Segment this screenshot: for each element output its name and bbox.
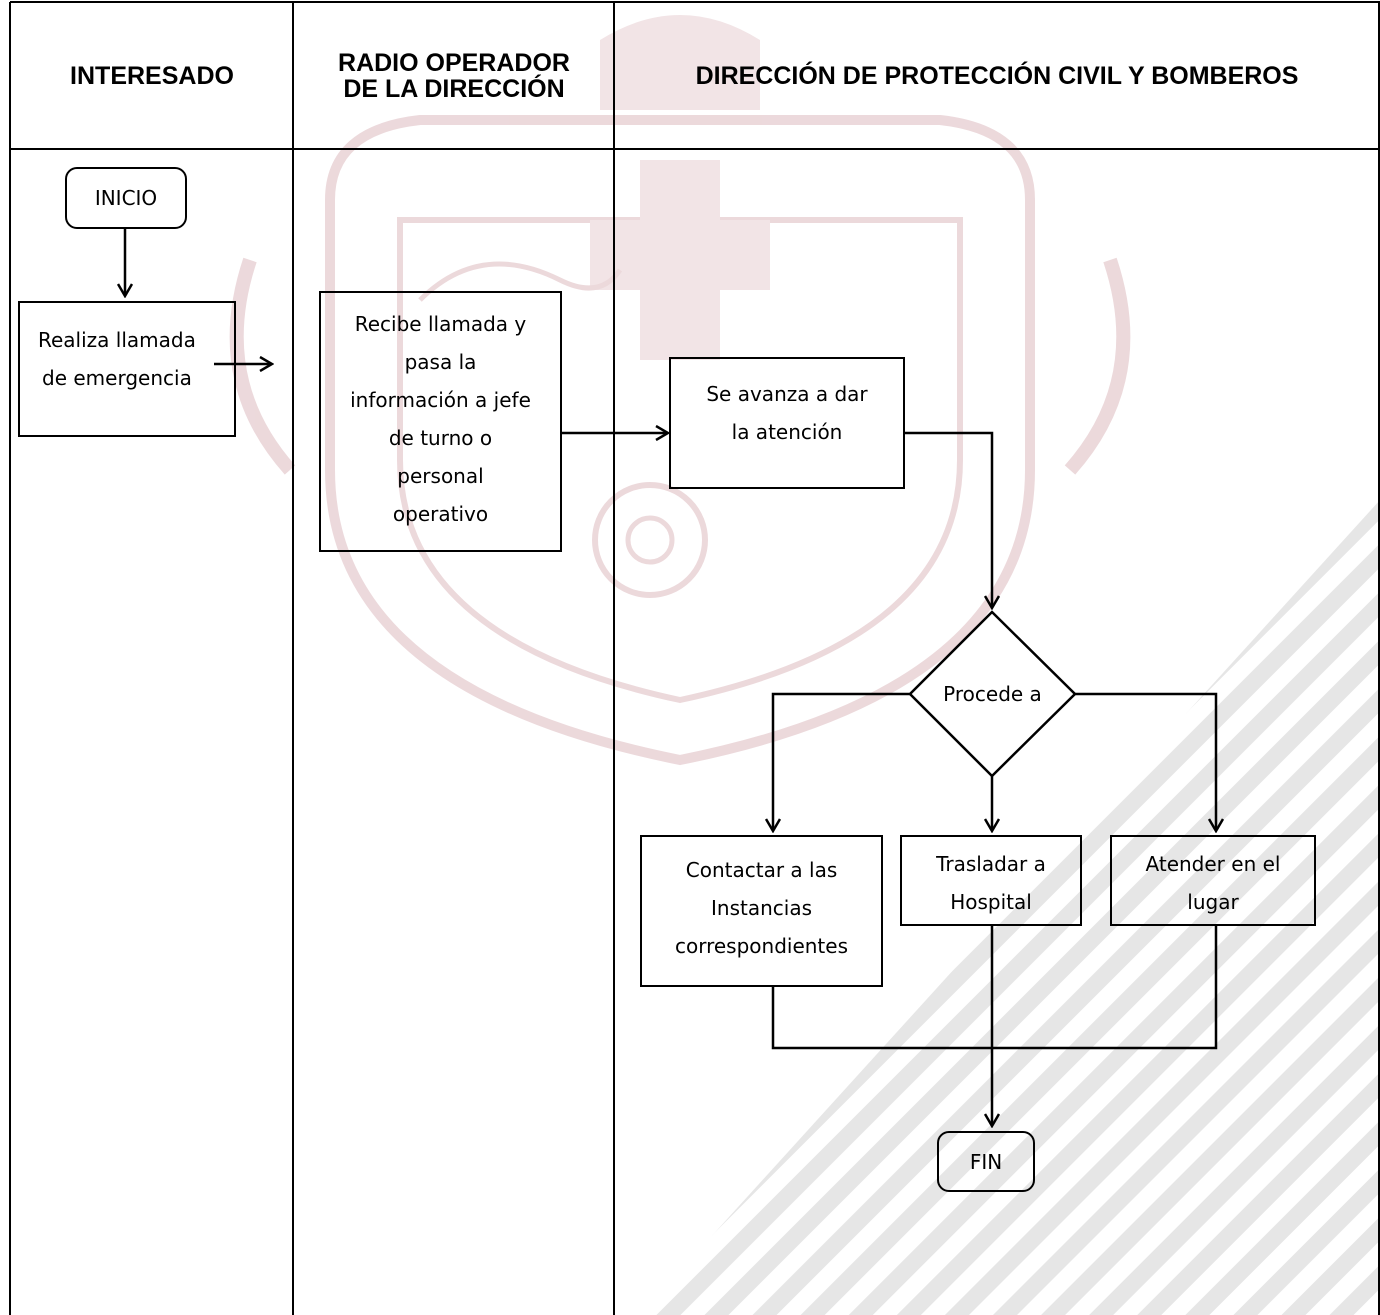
decision-label-text: Procede a: [943, 682, 1042, 706]
node-trasladar: Trasladar a Hospital: [900, 835, 1082, 926]
node-fin-label: FIN: [969, 1149, 1003, 1174]
arrow-decision-to-contactar: [773, 692, 910, 831]
swimlane-grid: [9, 1, 1380, 1315]
node-realiza-llamada: Realiza llamada de emergencia: [18, 301, 236, 437]
node-realiza-llamada-label: Realiza llamada de emergencia: [38, 328, 196, 390]
lane-header-interesado: INTERESADO: [12, 4, 292, 148]
decision-label: Procede a: [910, 674, 1075, 714]
node-contactar-label: Contactar a las Instancias correspondien…: [674, 858, 849, 958]
lane-header-radio-operador: RADIO OPERADOR DE LA DIRECCIÓN: [295, 4, 613, 148]
node-inicio-label: INICIO: [94, 186, 158, 210]
lane-title-direccion: DIRECCIÓN DE PROTECCIÓN CIVIL Y BOMBEROS: [695, 61, 1299, 90]
node-atender: Atender en el lugar: [1110, 835, 1316, 926]
line-contactar-merge: [771, 925, 1218, 1050]
arrow-decision-to-atender: [1075, 692, 1216, 831]
coat-of-arms-watermark: [229, 15, 1131, 766]
node-recibe-llamada-label: Recibe llamada y pasa la información a j…: [350, 312, 531, 526]
node-se-avanza-label: Se avanza a dar la atención: [706, 382, 868, 444]
node-se-avanza: Se avanza a dar la atención: [669, 357, 905, 489]
lane-title-radio-operador: RADIO OPERADOR DE LA DIRECCIÓN: [338, 48, 570, 103]
node-recibe-llamada: Recibe llamada y pasa la información a j…: [319, 291, 562, 552]
connectors: [125, 228, 1216, 1126]
lane-header-direccion: DIRECCIÓN DE PROTECCIÓN CIVIL Y BOMBEROS: [616, 4, 1378, 148]
node-fin: FIN: [937, 1131, 1035, 1192]
node-inicio: INICIO: [65, 167, 187, 229]
lane-title-interesado: INTERESADO: [70, 61, 234, 90]
arrow-avanza-to-decision: [904, 431, 992, 608]
node-trasladar-label: Trasladar a Hospital: [936, 852, 1046, 914]
node-atender-label: Atender en el lugar: [1145, 852, 1281, 914]
node-contactar: Contactar a las Instancias correspondien…: [640, 835, 883, 987]
